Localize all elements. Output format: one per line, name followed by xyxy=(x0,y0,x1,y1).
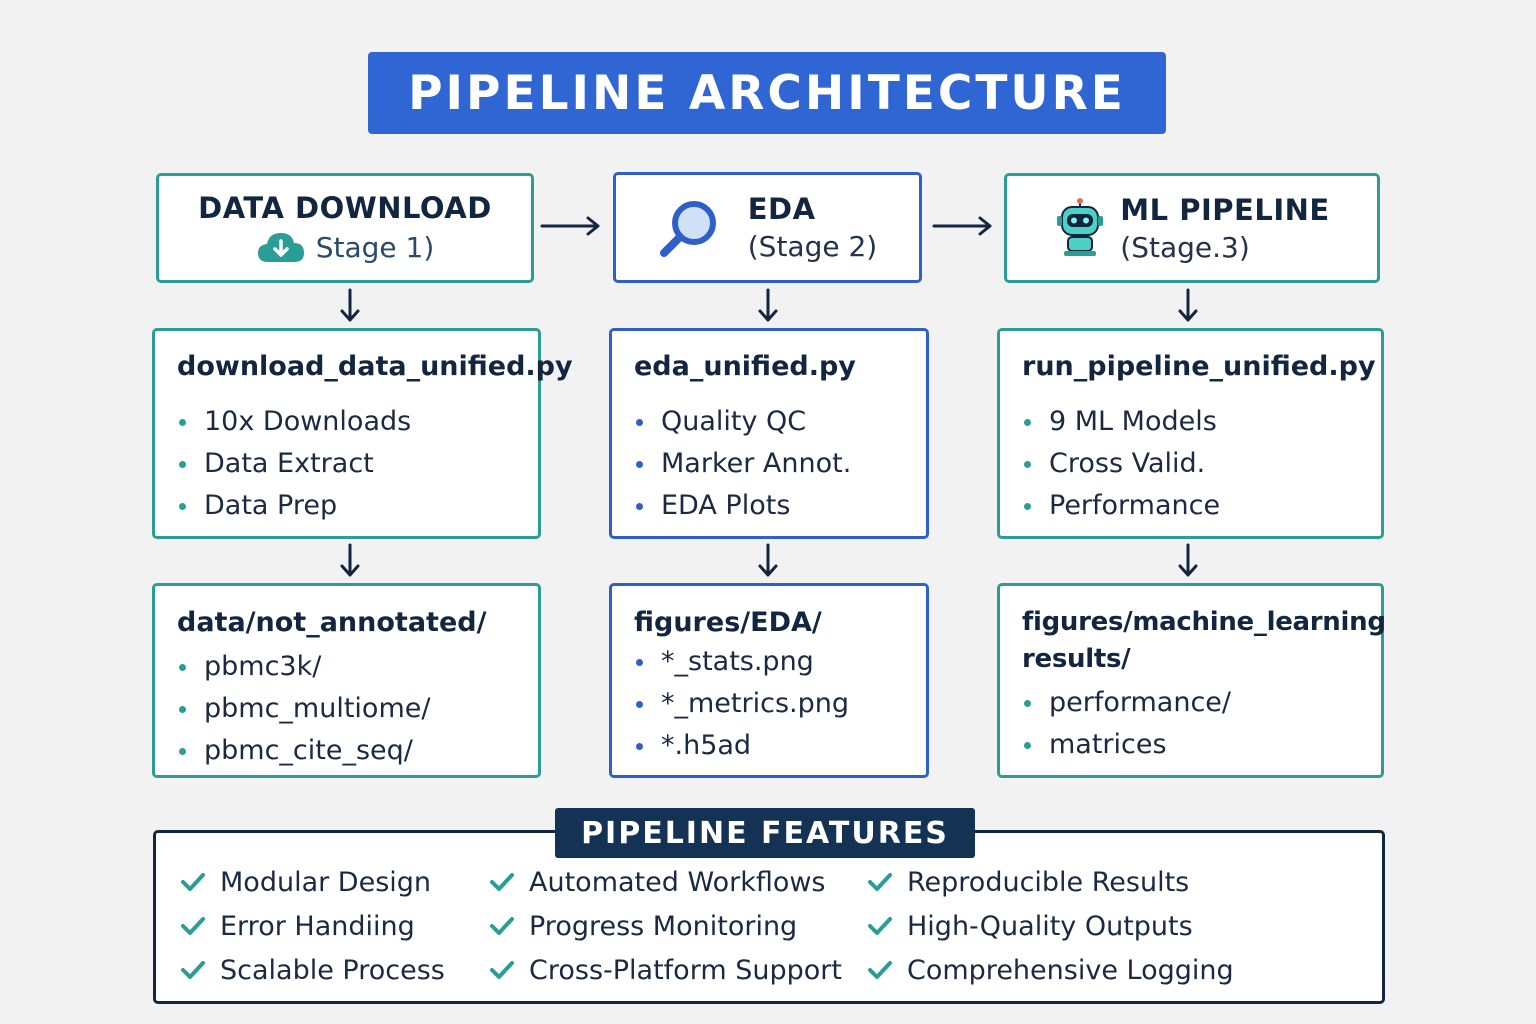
bullet-icon xyxy=(1024,741,1031,749)
bullet-icon xyxy=(179,705,186,713)
script-box-ml: run_pipeline_unified.py 9 ML Models Cros… xyxy=(997,328,1384,539)
stage-title: EDA xyxy=(747,192,816,226)
folder-items: pbmc3k/ pbmc_multiome/ pbmc_cite_seq/ xyxy=(177,646,430,772)
folder-name: data/not_annotated/ xyxy=(177,607,487,638)
bullet-icon xyxy=(179,418,186,426)
feature-item: Cross-Platform Support xyxy=(489,948,842,992)
arrow-right-icon xyxy=(932,216,992,236)
folder-name: figures/machine_learning results/ xyxy=(1022,607,1386,674)
list-item: pbmc3k/ xyxy=(177,646,430,688)
list-item: Quality QC xyxy=(634,401,851,443)
bullet-icon xyxy=(636,418,643,426)
robot-icon xyxy=(1054,197,1106,259)
checkmark-icon xyxy=(181,917,205,935)
arrow-down-icon xyxy=(758,288,778,322)
list-item: pbmc_multiome/ xyxy=(177,688,430,730)
list-item: Data Prep xyxy=(177,485,411,527)
feature-item: Error Handiing xyxy=(180,904,445,948)
stage-subtitle: Stage 1) xyxy=(315,230,435,264)
checkmark-icon xyxy=(868,961,892,979)
bullet-icon xyxy=(636,460,643,468)
bullet-icon xyxy=(179,460,186,468)
folder-name: figures/EDA/ xyxy=(634,607,822,638)
bullet-icon xyxy=(636,700,643,708)
checkmark-icon xyxy=(490,917,514,935)
script-box-download: download_data_unified.py 10x Downloads D… xyxy=(152,328,573,539)
checkmark-icon xyxy=(490,873,514,891)
arrow-down-icon xyxy=(1178,543,1198,577)
bullet-icon xyxy=(1024,502,1031,510)
bullet-icon xyxy=(1024,418,1031,426)
bullet-icon xyxy=(179,747,186,755)
script-name: download_data_unified.py xyxy=(177,351,573,382)
arrow-down-icon xyxy=(340,543,360,577)
folder-items: performance/ matrices xyxy=(1022,682,1231,766)
bullet-icon xyxy=(636,502,643,510)
list-item: *_metrics.png xyxy=(634,683,849,725)
list-item: Performance xyxy=(1022,485,1220,527)
feature-item: Modular Design xyxy=(180,860,445,904)
feature-item: Comprehensive Logging xyxy=(867,948,1234,992)
features-title-tag: PIPELINE FEATURES xyxy=(555,808,975,858)
checkmark-icon xyxy=(181,961,205,979)
output-box-eda: figures/EDA/ *_stats.png *_metrics.png *… xyxy=(609,583,929,778)
list-item: Marker Annot. xyxy=(634,443,851,485)
features-column: Modular Design Error Handiing Scalable P… xyxy=(180,860,445,992)
bullet-icon xyxy=(179,663,186,671)
arrow-right-icon xyxy=(540,216,600,236)
feature-item: Reproducible Results xyxy=(867,860,1234,904)
features-column: Reproducible Results High-Quality Output… xyxy=(867,860,1234,992)
list-item: Data Extract xyxy=(177,443,411,485)
list-item: *_stats.png xyxy=(634,641,849,683)
stage-box-eda: EDA (Stage 2) xyxy=(613,172,922,283)
folder-items: *_stats.png *_metrics.png *.h5ad xyxy=(634,641,849,767)
bullet-icon xyxy=(1024,460,1031,468)
bullet-icon xyxy=(179,502,186,510)
stage-box-data-download: DATA DOWNLOAD Stage 1) xyxy=(156,173,534,283)
arrow-down-icon xyxy=(340,288,360,322)
bullet-icon xyxy=(1024,699,1031,707)
checkmark-icon xyxy=(490,961,514,979)
feature-item: High-Quality Outputs xyxy=(867,904,1234,948)
list-item: matrices xyxy=(1022,724,1231,766)
stage-title: DATA DOWNLOAD xyxy=(198,191,492,225)
cloud-download-icon xyxy=(256,229,306,265)
script-box-eda: eda_unified.py Quality QC Marker Annot. … xyxy=(609,328,929,539)
list-item: pbmc_cite_seq/ xyxy=(177,730,430,772)
bullet-icon xyxy=(636,658,643,666)
stage-subtitle: (Stage 2) xyxy=(747,230,878,263)
stage-box-ml-pipeline: ML PIPELINE (Stage.3) xyxy=(1004,173,1380,283)
list-item: 10x Downloads xyxy=(177,401,411,443)
list-item: EDA Plots xyxy=(634,485,851,527)
script-items: Quality QC Marker Annot. EDA Plots xyxy=(634,401,851,527)
script-items: 10x Downloads Data Extract Data Prep xyxy=(177,401,411,527)
checkmark-icon xyxy=(868,917,892,935)
arrow-down-icon xyxy=(1178,288,1198,322)
stage-title: ML PIPELINE xyxy=(1120,192,1330,227)
script-items: 9 ML Models Cross Valid. Performance xyxy=(1022,401,1220,527)
feature-item: Automated Workflows xyxy=(489,860,842,904)
list-item: 9 ML Models xyxy=(1022,401,1220,443)
list-item: Cross Valid. xyxy=(1022,443,1220,485)
features-column: Automated Workflows Progress Monitoring … xyxy=(489,860,842,992)
features-title: PIPELINE FEATURES xyxy=(581,815,949,851)
checkmark-icon xyxy=(181,873,205,891)
page-title: PIPELINE ARCHITECTURE xyxy=(408,65,1126,121)
feature-item: Progress Monitoring xyxy=(489,904,842,948)
stage-subtitle: (Stage.3) xyxy=(1120,230,1250,264)
list-item: performance/ xyxy=(1022,682,1231,724)
bullet-icon xyxy=(636,742,643,750)
script-name: eda_unified.py xyxy=(634,351,856,382)
arrow-down-icon xyxy=(758,543,778,577)
checkmark-icon xyxy=(868,873,892,891)
script-name: run_pipeline_unified.py xyxy=(1022,351,1376,382)
title-banner: PIPELINE ARCHITECTURE xyxy=(368,52,1166,134)
list-item: *.h5ad xyxy=(634,725,849,767)
feature-item: Scalable Process xyxy=(180,948,445,992)
output-box-ml: figures/machine_learning results/ perfor… xyxy=(997,583,1386,778)
magnifier-icon xyxy=(658,197,724,259)
output-box-data: data/not_annotated/ pbmc3k/ pbmc_multiom… xyxy=(152,583,541,778)
